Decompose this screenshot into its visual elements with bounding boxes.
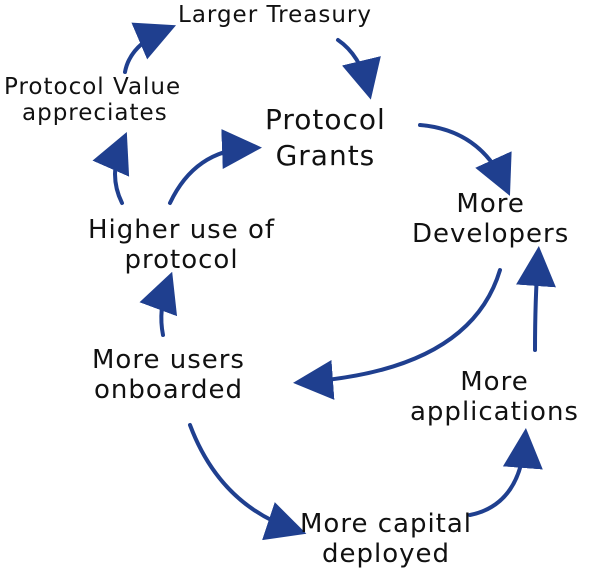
node-protocol-value-line2: appreciates xyxy=(22,100,168,127)
node-more-capital-line1: More capital xyxy=(300,509,473,539)
node-higher-use-line2: protocol xyxy=(124,244,239,275)
node-more-users: More users onboarded xyxy=(92,345,245,406)
arrow-higheruse-to-grants xyxy=(168,129,262,205)
node-more-capital-line2: deployed xyxy=(322,538,451,569)
node-more-developers-line1: More xyxy=(456,189,525,219)
arrow-developers-to-users xyxy=(293,268,502,400)
arrow-capital-to-applications xyxy=(468,428,543,517)
node-more-applications: More applications xyxy=(410,367,579,428)
arrow-treasury-to-grants xyxy=(336,38,381,100)
node-protocol-value: Protocol Value appreciates xyxy=(4,74,181,127)
node-higher-use: Higher use of protocol xyxy=(88,215,276,276)
arrow-applications-to-developers xyxy=(516,246,556,352)
node-protocol-grants-line1: Protocol xyxy=(265,103,386,136)
node-more-developers: More Developers xyxy=(412,189,570,250)
node-larger-treasury: Larger Treasury xyxy=(178,2,372,28)
arrow-higheruse-to-value xyxy=(92,132,130,205)
node-more-applications-line2: applications xyxy=(410,396,579,427)
node-larger-treasury-line1: Larger Treasury xyxy=(178,2,372,28)
arrow-grants-to-developers xyxy=(418,123,512,196)
node-more-developers-line2: Developers xyxy=(412,218,570,249)
arrow-value-to-treasury xyxy=(123,22,177,74)
node-more-applications-line1: More xyxy=(460,367,529,397)
node-protocol-grants: Protocol Grants xyxy=(265,103,386,173)
node-protocol-grants-line2: Grants xyxy=(275,139,376,173)
node-more-users-line2: onboarded xyxy=(94,374,243,405)
arrow-users-to-capital xyxy=(188,423,307,541)
node-more-users-line1: More users xyxy=(92,345,245,375)
node-higher-use-line1: Higher use of xyxy=(88,215,276,245)
node-more-capital: More capital deployed xyxy=(300,509,473,570)
node-protocol-value-line1: Protocol Value xyxy=(4,74,182,100)
arrow-users-to-higheruse xyxy=(139,271,178,337)
